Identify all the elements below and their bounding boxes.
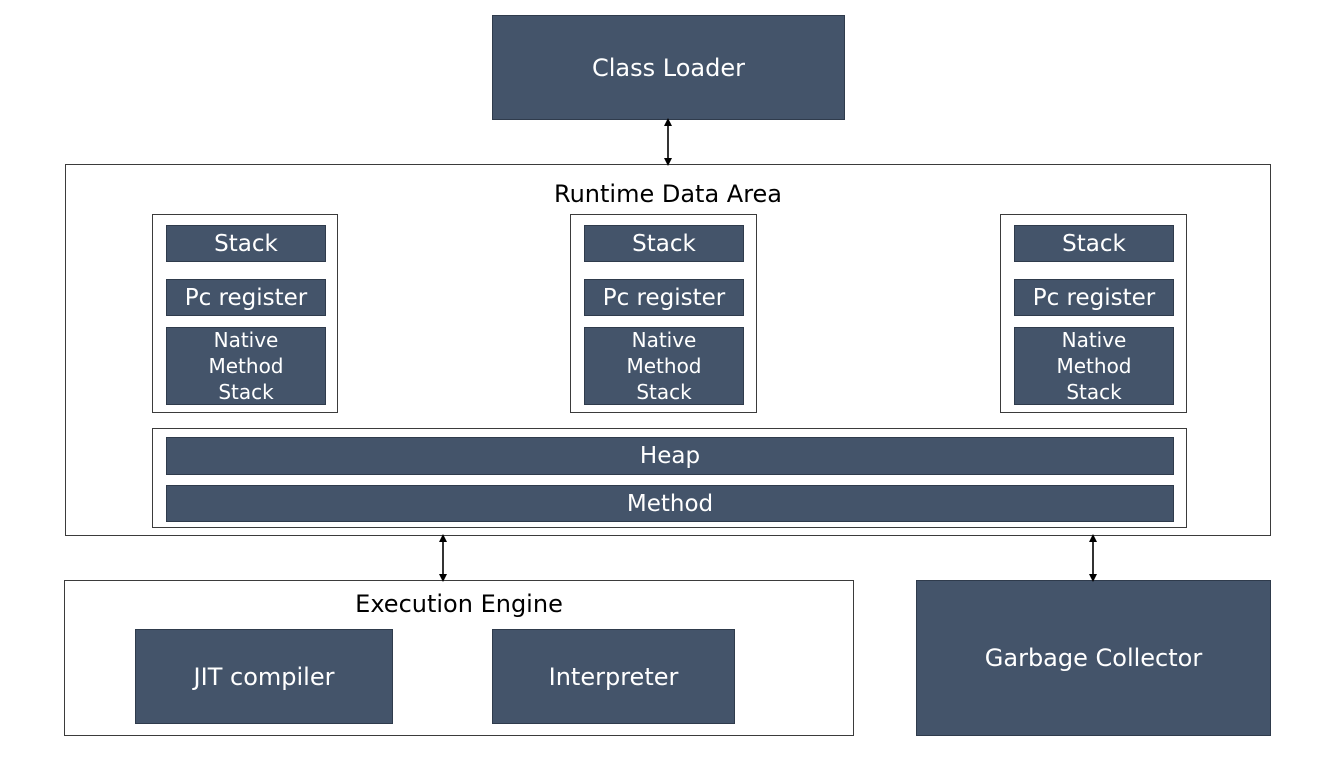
- pc-register-box: Pc register: [584, 279, 744, 316]
- heap-label: Heap: [639, 443, 701, 469]
- garbage-collector-box: Garbage Collector: [916, 580, 1271, 736]
- native-method-stack-line: Stack: [218, 380, 274, 404]
- execution-engine-title: Execution Engine: [355, 590, 563, 618]
- pc-register-box: Pc register: [1014, 279, 1174, 316]
- interpreter-label: Interpreter: [548, 662, 679, 691]
- stack-label: Stack: [214, 230, 278, 257]
- jit-compiler-label: JIT compiler: [193, 662, 335, 691]
- pc-register-label: Pc register: [1032, 284, 1156, 311]
- native-method-stack-line: Native: [213, 328, 279, 352]
- stack-box: Stack: [1014, 225, 1174, 262]
- method-area-box: Method: [166, 485, 1174, 522]
- jit-compiler-box: JIT compiler: [135, 629, 393, 724]
- native-method-stack-line: Stack: [1066, 380, 1122, 404]
- stack-label: Stack: [1062, 230, 1126, 257]
- native-method-stack-box: Native Method Stack: [166, 327, 326, 405]
- pc-register-label: Pc register: [602, 284, 726, 311]
- native-method-stack-line: Native: [631, 328, 697, 352]
- garbage-collector-label: Garbage Collector: [984, 644, 1203, 672]
- interpreter-box: Interpreter: [492, 629, 735, 724]
- heap-box: Heap: [166, 437, 1174, 475]
- native-method-stack-line: Method: [208, 354, 284, 378]
- stack-box: Stack: [166, 225, 326, 262]
- class-loader-label: Class Loader: [592, 53, 745, 82]
- method-area-label: Method: [626, 490, 714, 517]
- native-method-stack-box: Native Method Stack: [584, 327, 744, 405]
- pc-register-label: Pc register: [184, 284, 308, 311]
- native-method-stack-line: Method: [626, 354, 702, 378]
- stack-label: Stack: [632, 230, 696, 257]
- class-loader-box: Class Loader: [492, 15, 845, 120]
- native-method-stack-line: Method: [1056, 354, 1132, 378]
- native-method-stack-box: Native Method Stack: [1014, 327, 1174, 405]
- pc-register-box: Pc register: [166, 279, 326, 316]
- native-method-stack-line: Stack: [636, 380, 692, 404]
- native-method-stack-line: Native: [1061, 328, 1127, 352]
- stack-box: Stack: [584, 225, 744, 262]
- runtime-data-area-title: Runtime Data Area: [553, 180, 783, 208]
